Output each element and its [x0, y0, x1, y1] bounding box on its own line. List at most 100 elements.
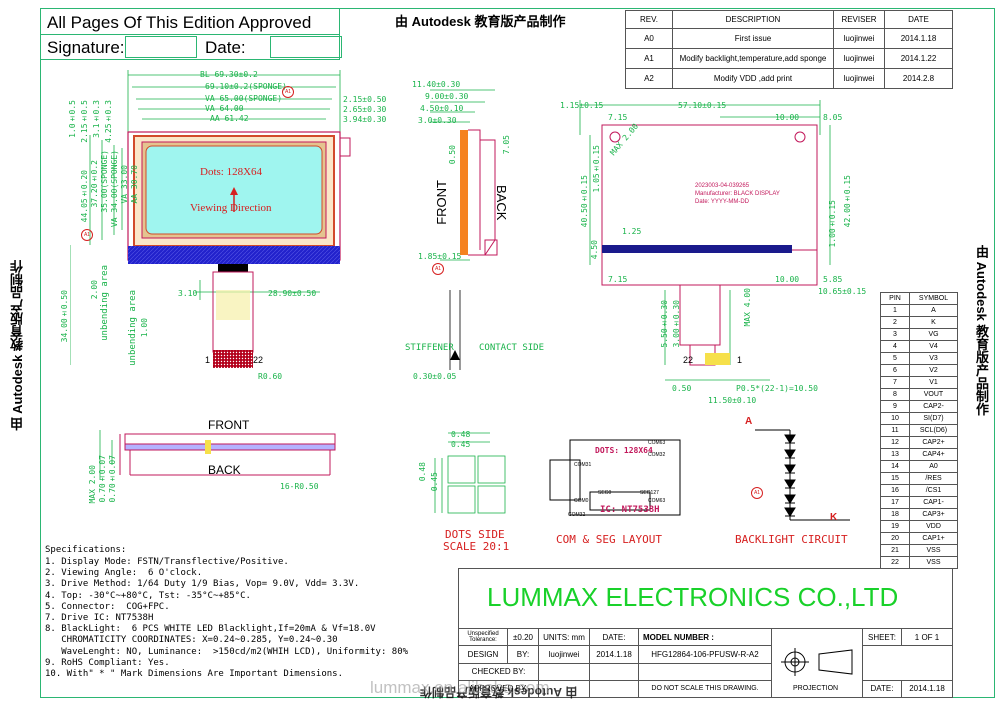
dim-glass-2: 0.70±0.07 — [108, 455, 117, 503]
dim-fpc-thickness: 0.30±0.05 — [413, 372, 457, 381]
pin-symbol: CAP3+ — [909, 508, 958, 521]
dot-dim-3: 0.48 — [418, 462, 427, 482]
back-dim-5: 8.05 — [823, 113, 843, 122]
dim-fpc-offset: 3.10 — [178, 289, 198, 298]
pin-symbol: /RES — [909, 472, 958, 485]
back-fpc-1: 5.50±0.30 — [660, 300, 669, 348]
dot-dim-1: 0.48 — [451, 430, 471, 439]
dim-side-5: 0.50 — [448, 145, 457, 165]
dot-dim-2: 0.45 — [451, 440, 471, 449]
pin-symbol: CAP2- — [909, 400, 958, 413]
unbending-area-2: unbending area — [128, 290, 138, 366]
pin-symbol: SI(D7) — [909, 412, 958, 425]
dim-va-width: VA 64.00 — [205, 104, 244, 113]
dim-va-h: VA 33.00 — [120, 165, 129, 204]
com-seg-drawing — [549, 439, 681, 516]
back-fpc-4: 0.50 — [672, 384, 692, 393]
pin-number: 20 — [880, 532, 910, 545]
pin-row: 15/RES — [880, 472, 958, 485]
projection-icon — [781, 648, 853, 676]
dim-va-sponge: VA 65.00(SPONGE) — [205, 94, 283, 103]
pin-number: 12 — [880, 436, 910, 449]
dots-label: Dots: 128X64 — [200, 166, 263, 178]
units-label: UNITS: mm — [538, 627, 590, 647]
symbol-header: SYMBOL — [909, 292, 958, 305]
pin-symbol: VDD — [909, 520, 958, 533]
pin-number: 19 — [880, 520, 910, 533]
seg-label-2: SEG127 — [640, 490, 659, 496]
dim-left-1: 1.0±0.5 — [68, 100, 77, 138]
dim-side-3: 4.50±0.10 — [420, 104, 464, 113]
dim-side-7: 1.85±0.15 — [418, 252, 462, 261]
model-label: MODEL NUMBER : — [638, 627, 772, 647]
dim-right-1: 2.15±0.50 — [343, 95, 387, 104]
spec-title: Specifications: — [45, 545, 127, 555]
dim-left-4: 4.25±0.3 — [104, 100, 113, 143]
dots-scale-caption: SCALE 20:1 — [443, 540, 510, 553]
projection-label: PROJECTION — [793, 685, 839, 692]
com-label-4: COM0 — [574, 498, 589, 504]
dim-aa-h: AA 30.70 — [130, 165, 139, 204]
sheet-label: SHEET: — [862, 627, 902, 647]
spec-list: 1. Display Mode: FSTN/Transflective/Posi… — [45, 557, 408, 680]
rev-reviser: luojinwei — [833, 68, 885, 89]
pin-symbol: VG — [909, 328, 958, 341]
pin-symbol: V4 — [909, 340, 958, 353]
back-label-line-1: 2023003-04-039265 — [695, 183, 750, 189]
pin-symbol: V1 — [909, 376, 958, 389]
back-label-line-3: Date: YYYY-MM-DD — [695, 199, 750, 205]
pin-symbol: V3 — [909, 352, 958, 365]
com-label-5: COM63 — [648, 498, 666, 504]
pin-symbol: A — [909, 304, 958, 317]
pin-number: 21 — [880, 544, 910, 557]
dots-side-caption: DOTS SIDE — [445, 528, 505, 541]
spec-line: 1. Display Mode: FSTN/Transflective/Posi… — [45, 557, 289, 567]
rev-cell: A1 — [625, 48, 673, 69]
back-dim-4: 10.00 — [775, 113, 800, 122]
pin-symbol: CAP1+ — [909, 532, 958, 545]
dots-side-drawing — [434, 432, 506, 514]
pin-symbol: CAP2+ — [909, 436, 958, 449]
back-dim-1: 1.15±0.15 — [560, 101, 604, 110]
rev-description: First issue — [672, 28, 834, 49]
back-fpc-3: MAX 4.00 — [743, 288, 752, 327]
pin-number: 11 — [880, 424, 910, 437]
back-dim-h2: 1.05±0.15 — [592, 145, 601, 193]
backlight-caption: BACKLIGHT CIRCUIT — [735, 533, 848, 546]
pin-number: 18 — [880, 508, 910, 521]
back-fpc-5: P0.5*(22-1)=10.50 — [736, 384, 818, 393]
sheet-value: 1 OF 1 — [901, 627, 953, 647]
back-dim-b3: 5.85 — [823, 275, 843, 284]
dim-height-total: 44.05±0.20 — [80, 170, 89, 223]
dim-height-2: 37.20±0.2 — [90, 160, 99, 208]
design-date: 2014.1.18 — [589, 645, 639, 664]
spec-line: 5. Connector: COG+FPC. — [45, 601, 170, 612]
pin-number: 3 — [880, 328, 910, 341]
backlight-anode-label: A — [745, 416, 753, 427]
back-dim-h3: 42.00±0.15 — [843, 175, 852, 228]
title-info-table: Unspecified Tolerance: ±0.20 UNITS: mm D… — [458, 627, 953, 699]
dim-right-2: 2.65±0.30 — [343, 105, 387, 114]
spec-line: CHROMATICITY COORDINATES: X=0.24~0.285, … — [45, 635, 338, 646]
company-name: LUMMAX ELECTRONICS CO.,LTD — [487, 582, 899, 612]
pin-number: 4 — [880, 340, 910, 353]
dim-fpc-length: 34.00±0.50 — [60, 290, 69, 343]
rev-marker-a1: A1 — [282, 86, 294, 98]
pin-symbol: V2 — [909, 364, 958, 377]
bottom-side-view — [99, 430, 336, 480]
reviser-header: REVISER — [833, 10, 885, 29]
back-label-line-2: Manufacturer: BLACK DISPLAY — [695, 191, 780, 197]
pin-symbol: SCL(D6) — [909, 424, 958, 437]
back-dim-b2: 10.00 — [775, 275, 800, 284]
com-dots-label: DOTS: 128X64 — [595, 446, 653, 455]
date2-value: 2014.1.18 — [901, 679, 953, 699]
dim-glass-1: 0.70±0.07 — [98, 455, 107, 503]
